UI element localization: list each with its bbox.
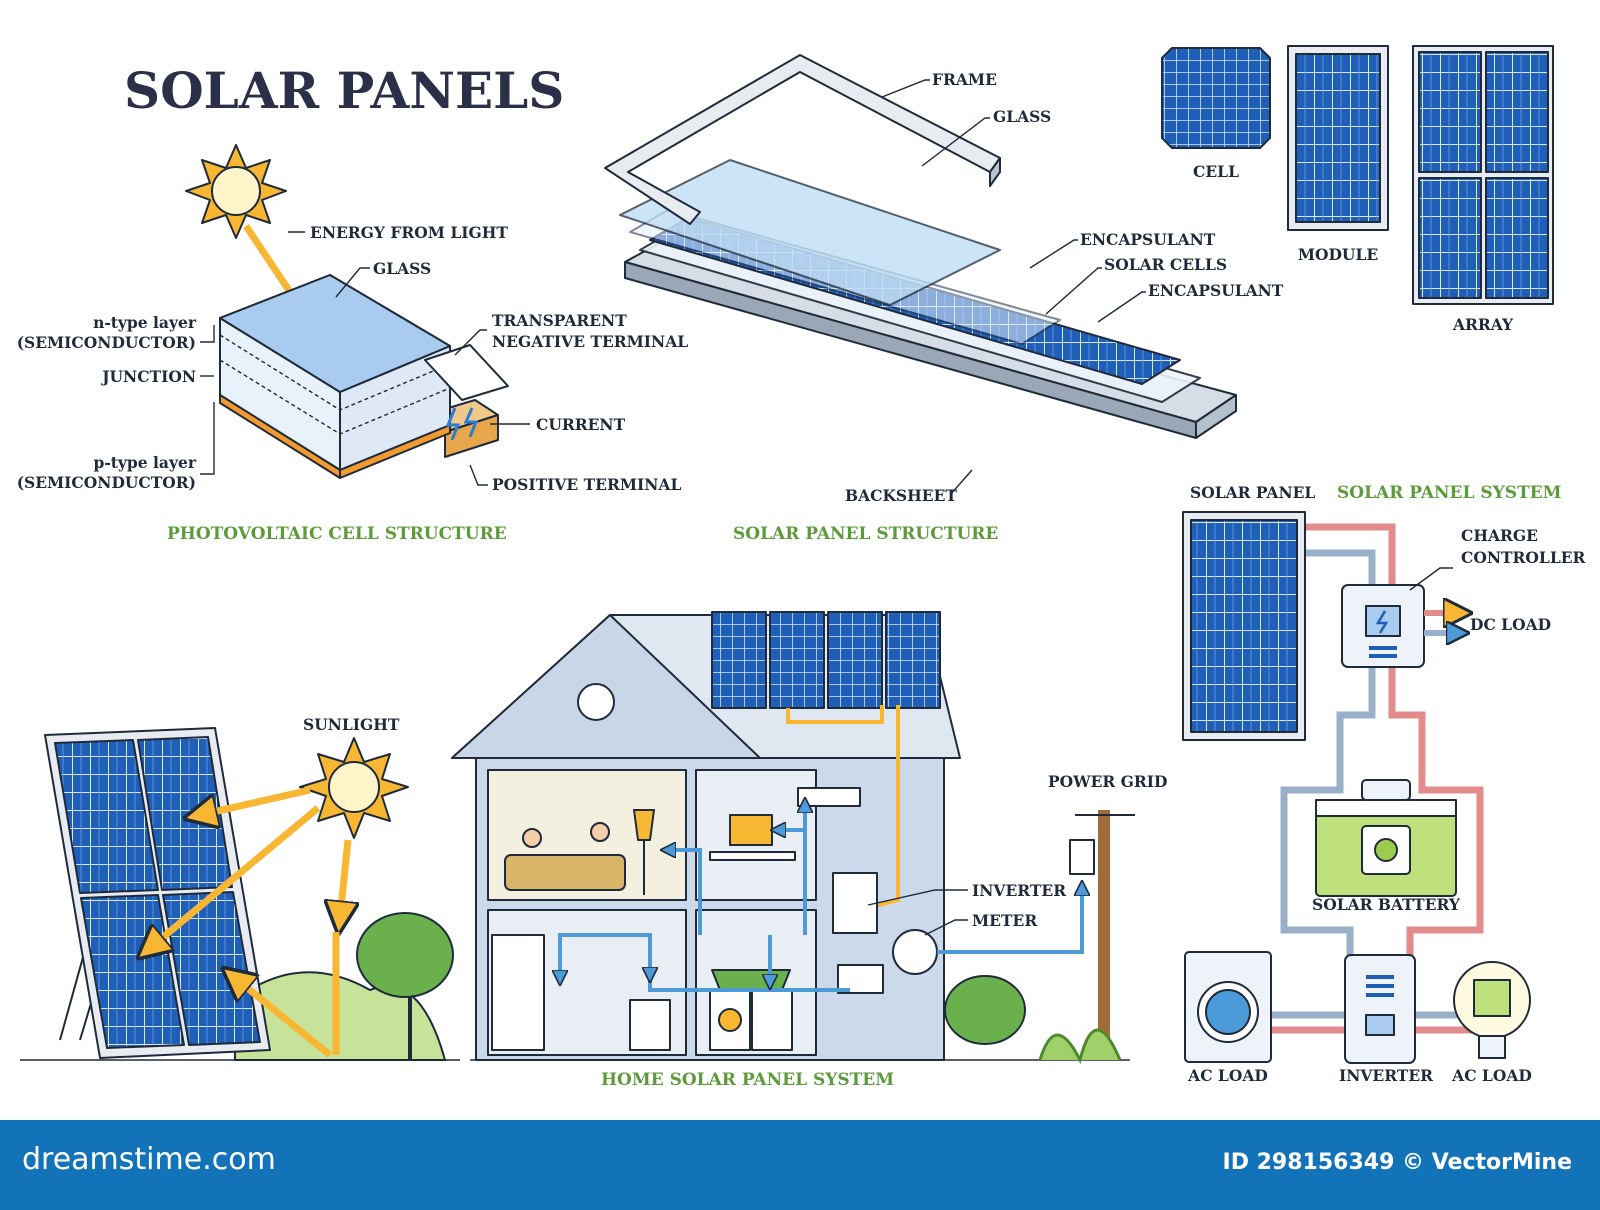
frame-label: FRAME (932, 70, 997, 89)
solar-panel-system-diagram (1182, 511, 1531, 1064)
encapsulant-top-label: ENCAPSULANT (1080, 230, 1216, 249)
cell-label: CELL (1193, 162, 1239, 181)
ac-load-left-label: AC LOAD (1187, 1066, 1268, 1085)
footer-image-id: ID 298156349 © VectorMine (1222, 1150, 1572, 1175)
pv-cell-section-title: PHOTOVOLTAIC CELL STRUCTURE (167, 524, 507, 544)
solar-panel-structure-illustration (604, 54, 1237, 439)
array-label: ARRAY (1452, 315, 1514, 334)
solar-panel-system-section-title: SOLAR PANEL SYSTEM (1337, 483, 1562, 503)
module-label: MODULE (1298, 245, 1379, 264)
negative-terminal-label: NEGATIVE TERMINAL (492, 332, 688, 351)
solar-panels-infographic: SOLAR PANELS ENERGY FROM LIGHT GLASS (17, 45, 1586, 1090)
dc-load-label: DC LOAD (1470, 615, 1551, 634)
array-icon (1412, 45, 1554, 305)
sun-icon (185, 144, 287, 239)
home-system-section-title: HOME SOLAR PANEL SYSTEM (601, 1070, 894, 1090)
pv-glass-label: GLASS (373, 259, 431, 278)
solar-cells-label: SOLAR CELLS (1104, 255, 1227, 274)
home-inverter-label: INVERTER (972, 881, 1066, 900)
system-solar-panel-label: SOLAR PANEL (1190, 483, 1315, 502)
home-illustration (451, 611, 1135, 1065)
n-type-sublabel: (SEMICONDUCTOR) (17, 333, 196, 352)
p-type-label: p-type layer (94, 453, 197, 472)
panel-structure-section-title: SOLAR PANEL STRUCTURE (733, 524, 998, 544)
junction-label: JUNCTION (100, 367, 196, 386)
solar-battery-label: SOLAR BATTERY (1312, 895, 1461, 914)
glass-label: GLASS (993, 107, 1051, 126)
positive-terminal-label: POSITIVE TERMINAL (492, 475, 681, 494)
photovoltaic-cell-illustration (185, 144, 509, 479)
power-grid-label: POWER GRID (1048, 772, 1167, 791)
n-type-label: n-type layer (93, 313, 197, 332)
footer-site-logo[interactable]: dreamstime.com (22, 1142, 276, 1177)
energy-from-light-label: ENERGY FROM LIGHT (310, 223, 508, 242)
home-meter-label: METER (972, 911, 1037, 930)
cell-icon (1161, 47, 1271, 149)
ac-load-right-label: AC LOAD (1451, 1066, 1532, 1085)
ground-solar-panel-illustration (20, 727, 460, 1061)
page-title: SOLAR PANELS (124, 61, 564, 120)
charge-label: CHARGE (1461, 526, 1538, 545)
controller-label: CONTROLLER (1461, 548, 1586, 567)
p-type-sublabel: (SEMICONDUCTOR) (17, 473, 196, 492)
backsheet-label: BACKSHEET (845, 486, 957, 505)
current-label: CURRENT (536, 415, 626, 434)
encapsulant-bottom-label: ENCAPSULANT (1148, 281, 1284, 300)
system-inverter-label: INVERTER (1339, 1066, 1433, 1085)
sunlight-label: SUNLIGHT (303, 715, 400, 734)
transparent-label: TRANSPARENT (492, 311, 627, 330)
module-icon (1287, 45, 1389, 231)
sun-icon (299, 737, 409, 839)
footer-bar: dreamstime.com ID 298156349 © VectorMine (0, 1120, 1600, 1210)
